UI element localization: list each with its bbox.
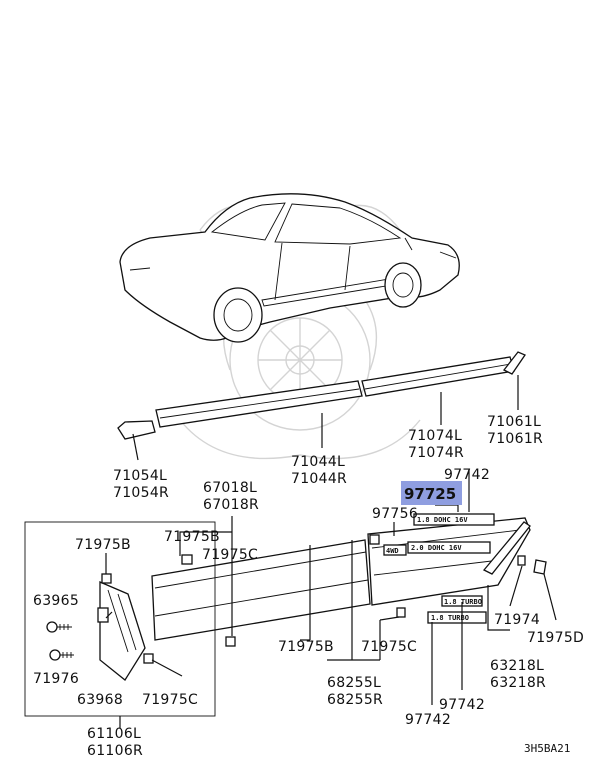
label-97742-mid[interactable]: 97742 [439,697,485,713]
label-71061r[interactable]: 71061R [487,431,543,447]
label-71054r[interactable]: 71054R [113,485,169,501]
clip-icon [101,534,547,664]
label-71044l[interactable]: 71044L [291,454,345,470]
label-97756[interactable]: 97756 [372,506,418,522]
label-71975c-mid[interactable]: 71975C [361,639,417,655]
side-garnish-lower [151,517,531,641]
label-63968[interactable]: 63968 [77,692,123,708]
label-71074l[interactable]: 71074L [408,428,462,444]
label-71061l[interactable]: 71061L [487,414,541,430]
label-71976[interactable]: 71976 [33,671,79,687]
badge-text: 1.8 TURBO [431,614,469,622]
emblem-badges: 1.8 DOHC 16V 4WD 2.0 DOHC 16V 1.8 TURBO … [383,513,495,624]
label-71054l[interactable]: 71054L [113,468,167,484]
badge-text: 1.8 TURBO [444,598,482,606]
label-71044r[interactable]: 71044R [291,471,347,487]
label-68255l[interactable]: 68255L [327,675,381,691]
bolt-icon [49,649,74,661]
highlight-box [401,481,462,505]
label-71975b-left[interactable]: 71975B [75,537,131,553]
mud-flap [97,581,146,681]
label-67018l[interactable]: 67018L [203,480,257,496]
label-71975d[interactable]: 71975D [527,630,584,646]
label-63218r[interactable]: 63218R [490,675,546,691]
badge-text: 4WD [386,547,399,555]
badge-text: 2.0 DOHC 16V [411,544,462,552]
leader-lines [105,375,557,728]
label-97742-top[interactable]: 97742 [444,467,490,483]
door-molding-upper-front [117,380,363,440]
label-71975b-upper[interactable]: 71975B [164,529,220,545]
screw-icon [46,621,72,633]
label-63965[interactable]: 63965 [33,593,79,609]
label-68255r[interactable]: 68255R [327,692,383,708]
label-61106l[interactable]: 61106L [87,726,141,742]
label-71975c-lower[interactable]: 71975C [142,692,198,708]
label-71975c-upper[interactable]: 71975C [202,547,258,563]
door-molding-upper-rear [361,351,526,397]
label-61106r[interactable]: 61106R [87,743,143,759]
label-97725[interactable]: 97725 [404,485,456,503]
label-97742-bot[interactable]: 97742 [405,712,451,728]
badge-text: 1.8 DOHC 16V [417,516,468,524]
diagram-code: 3H5BA21 [524,742,570,755]
label-71974[interactable]: 71974 [494,612,540,628]
label-71074r[interactable]: 71074R [408,445,464,461]
label-71975b-lower[interactable]: 71975B [278,639,334,655]
label-67018r[interactable]: 67018R [203,497,259,513]
car-outline-icon [119,193,460,343]
label-63218l[interactable]: 63218L [490,658,544,674]
